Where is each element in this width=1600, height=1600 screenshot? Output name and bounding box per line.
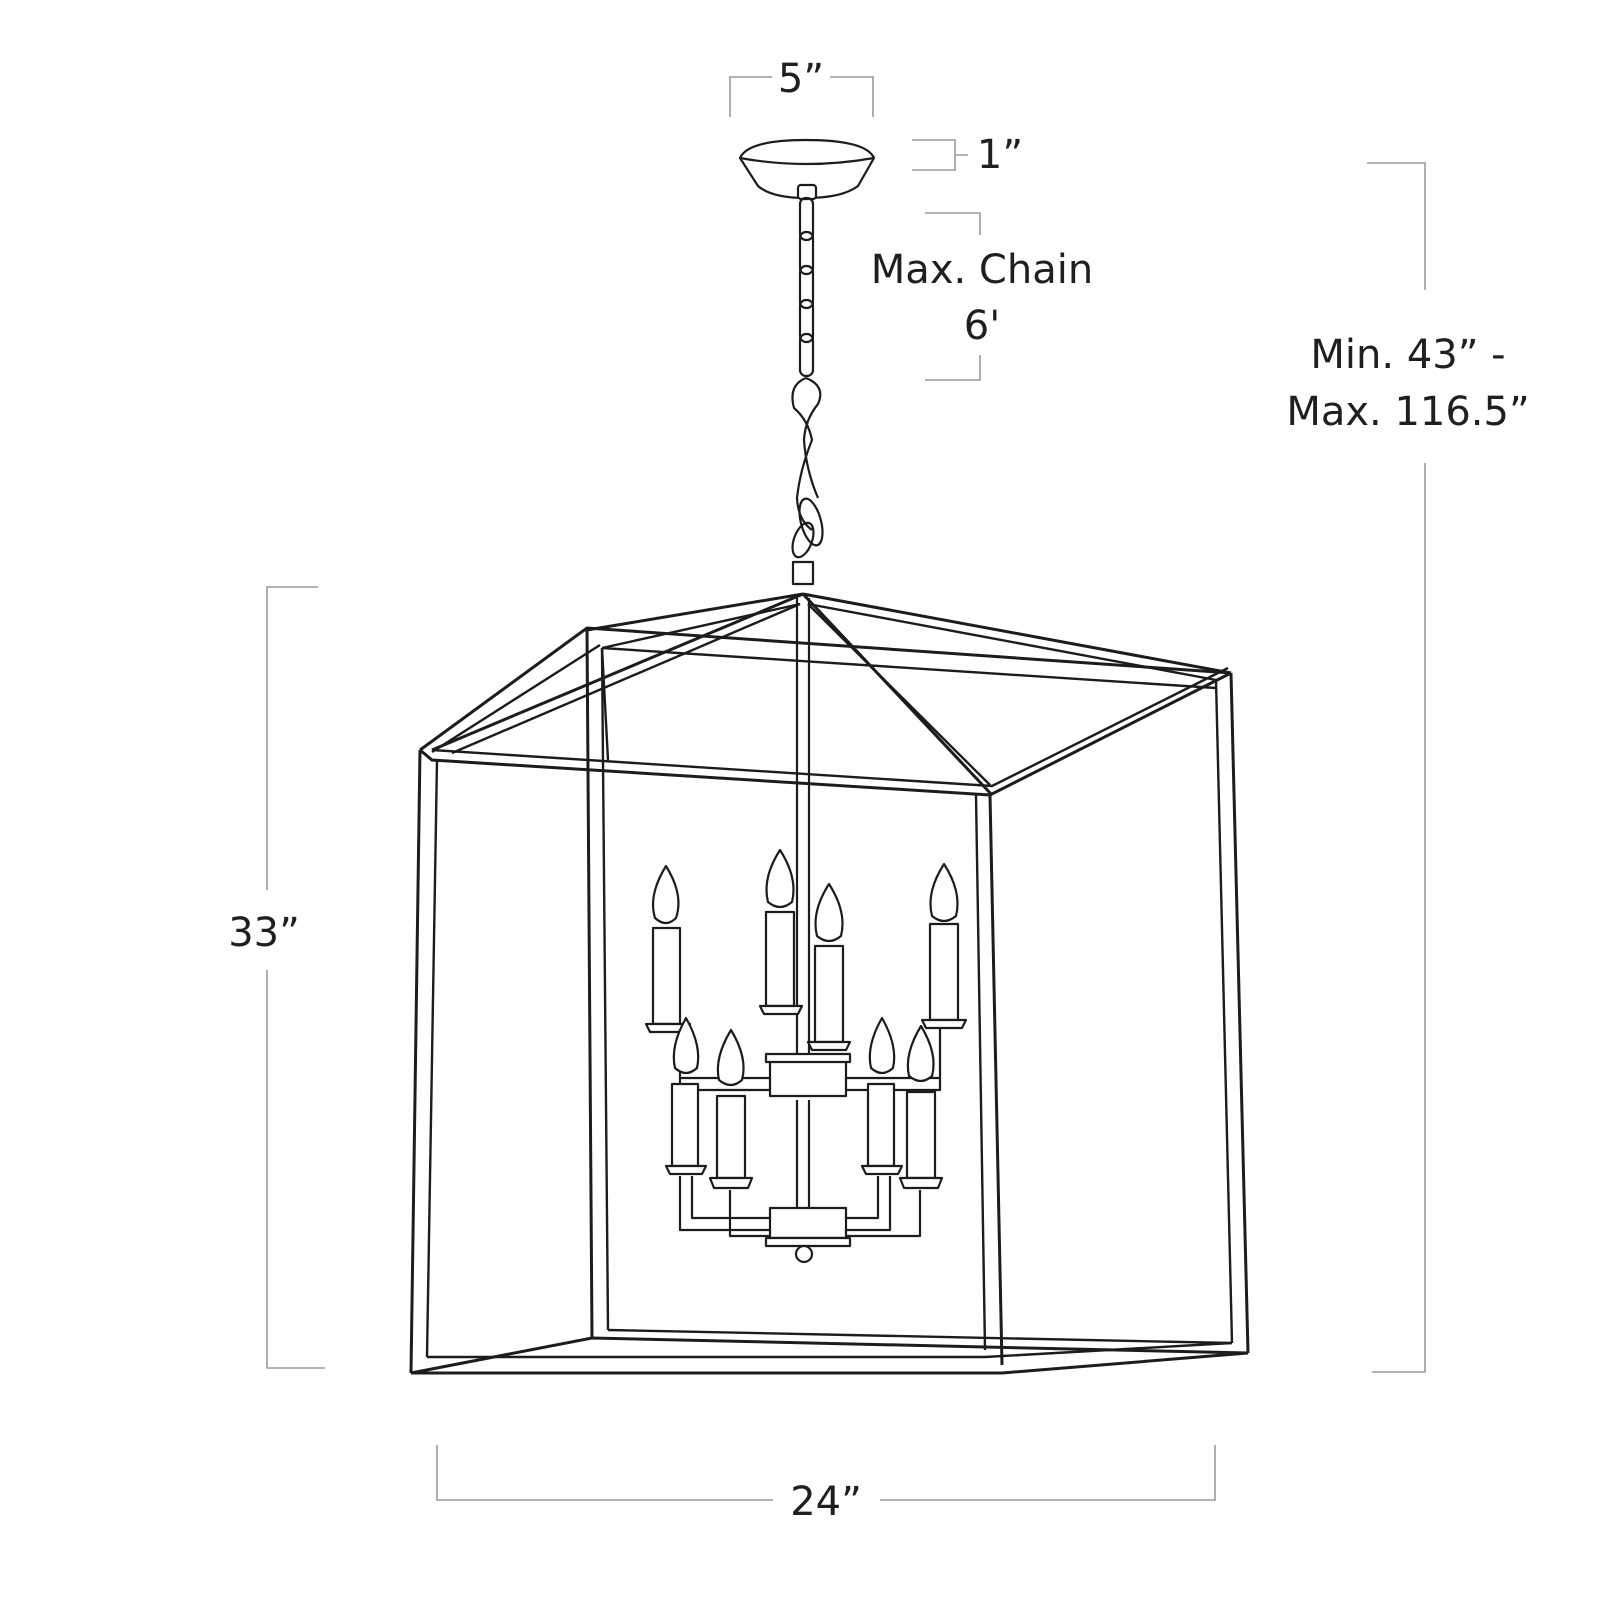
candle-5	[664, 1016, 708, 1176]
candle-1	[644, 864, 692, 1034]
candle-7	[860, 1016, 904, 1176]
top-front-edge	[419, 671, 1232, 797]
dimension-labels: 5” 1” Max. Chain 6' Min. 43” - Max. 116.…	[228, 56, 1529, 1525]
roof-back-right	[802, 592, 1232, 675]
upper-hub	[768, 1058, 848, 1098]
canopy-width-bracket	[729, 76, 874, 117]
overall-height-label-line1: Min. 43” -	[1310, 332, 1505, 378]
overall-height-bracket	[1367, 162, 1426, 1373]
body-height-bracket	[266, 586, 325, 1369]
lower-arms	[678, 1176, 922, 1238]
chain	[791, 196, 824, 586]
center-rod	[795, 598, 811, 1215]
canopy	[738, 138, 876, 201]
lantern-frame	[409, 592, 1250, 1375]
candle-4	[920, 862, 968, 1030]
body-height-label: 33”	[228, 910, 300, 956]
candle-6	[708, 1028, 754, 1190]
body-width-bracket	[436, 1445, 1216, 1501]
bottom-finial	[794, 1244, 814, 1264]
candle-3	[806, 882, 852, 1052]
top-finial	[791, 560, 815, 586]
body-width-label: 24”	[790, 1479, 862, 1525]
roof-back-left	[586, 592, 804, 632]
left-post	[409, 749, 422, 1374]
max-chain-label-line2: 6'	[964, 303, 1000, 349]
front-post	[988, 794, 1004, 1366]
dimension-lines	[266, 76, 1426, 1501]
right-post	[1229, 672, 1250, 1354]
candle-8	[898, 1024, 944, 1190]
candle-2	[758, 848, 804, 1016]
canopy-height-bracket	[912, 139, 968, 171]
max-chain-bracket	[925, 212, 981, 381]
bottom-edge	[410, 1336, 1249, 1375]
candle-cluster	[644, 848, 968, 1264]
canopy-height-label: 1”	[977, 132, 1023, 178]
lower-hub	[768, 1206, 848, 1240]
max-chain-label-line1: Max. Chain	[871, 247, 1093, 293]
roof-front-left	[431, 592, 804, 752]
overall-height-label-line2: Max. 116.5”	[1286, 389, 1529, 435]
back-left-post	[585, 629, 594, 1339]
canopy-width-label: 5”	[778, 56, 824, 102]
